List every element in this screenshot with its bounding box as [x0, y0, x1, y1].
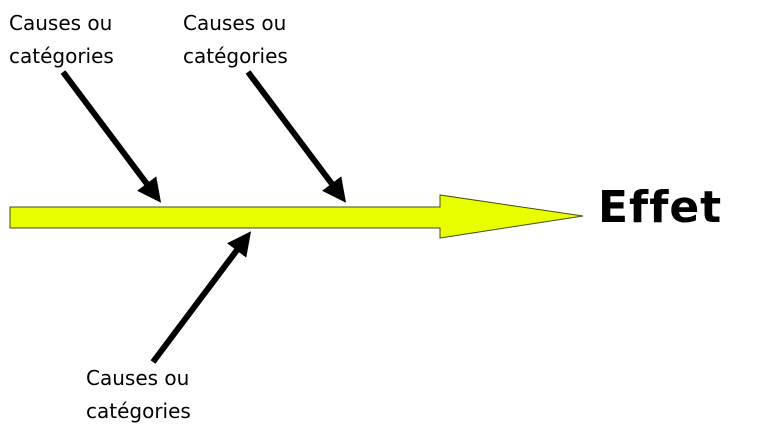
cause-label-top-left: Causes ou catégories — [9, 7, 114, 73]
effect-label: Effet — [598, 182, 723, 233]
cause-arrow-2 — [245, 70, 347, 203]
cause-label-line: Causes ou — [183, 11, 287, 35]
spine-arrow — [9, 194, 584, 239]
cause-label-top-middle: Causes ou catégories — [183, 7, 288, 73]
cause-label-line: catégories — [183, 44, 288, 68]
cause-arrow-3 — [150, 231, 252, 364]
cause-label-bottom: Causes ou catégories — [86, 362, 191, 428]
cause-arrow-1 — [60, 70, 162, 203]
cause-label-line: catégories — [86, 399, 191, 423]
cause-label-line: Causes ou — [86, 366, 190, 390]
cause-label-line: catégories — [9, 44, 114, 68]
cause-label-line: Causes ou — [9, 11, 113, 35]
